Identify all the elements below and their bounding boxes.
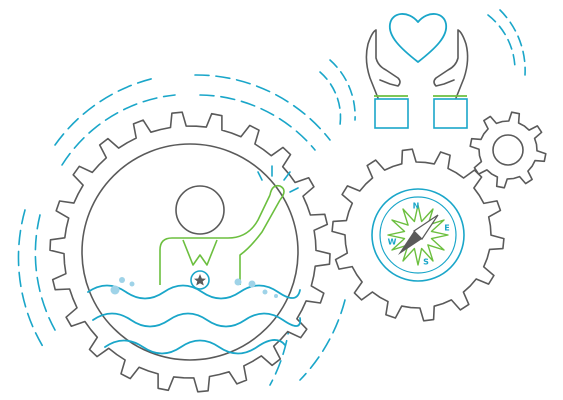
compass-icon: N E S W — [371, 188, 465, 282]
swimmer-head — [175, 185, 225, 235]
compass-needle-south — [398, 231, 422, 255]
compass-label-north: N — [413, 202, 420, 211]
swimmer-body-left — [159, 194, 271, 285]
left-sleeve — [374, 98, 409, 129]
arc-outer-bottom-right-2 — [299, 299, 346, 381]
arc-hands-left-1 — [319, 71, 342, 126]
small-gear-hole — [492, 134, 524, 166]
arc-hands-right-1 — [487, 14, 516, 71]
arc-outer-top-right — [194, 74, 331, 141]
arc-outer-top-left — [54, 77, 156, 146]
compass-inner-ring — [379, 196, 457, 274]
large-gear-inner-ring — [81, 143, 299, 361]
right-hand-icon — [433, 29, 469, 129]
medal-star-icon — [194, 274, 206, 286]
water-bubbles — [110, 277, 278, 298]
waves-icon — [87, 284, 302, 355]
motion-arcs-large — [17, 74, 346, 386]
motion-arcs-hands — [319, 9, 526, 126]
compass-label-west: W — [388, 238, 397, 247]
swimmer-hand — [269, 184, 285, 201]
arc-inner-top-right — [199, 94, 316, 151]
medal-ribbon — [182, 239, 218, 266]
swimmer-icon — [159, 165, 299, 290]
arc-outer-left — [17, 209, 46, 351]
compass-label-south: S — [423, 258, 429, 267]
swimmer-body-right — [239, 199, 281, 285]
wave-2 — [92, 312, 302, 328]
arc-hands-left-2 — [329, 59, 356, 121]
heart-icon — [388, 13, 448, 63]
hand-wave-lines — [257, 165, 299, 193]
compass-label-east: E — [444, 224, 449, 233]
small-gear-icon — [469, 111, 547, 189]
wave-3 — [104, 339, 286, 355]
left-hand-palm — [365, 29, 401, 99]
arc-inner-top-left — [61, 94, 176, 166]
compass-needle-north — [413, 214, 439, 240]
wave-1 — [87, 284, 301, 300]
arc-inner-left — [34, 214, 56, 331]
right-sleeve — [433, 98, 468, 129]
left-hand-icon — [365, 29, 409, 129]
arc-hands-right-2 — [499, 9, 526, 76]
right-hand-palm — [433, 29, 469, 99]
large-gear-icon — [49, 111, 331, 393]
